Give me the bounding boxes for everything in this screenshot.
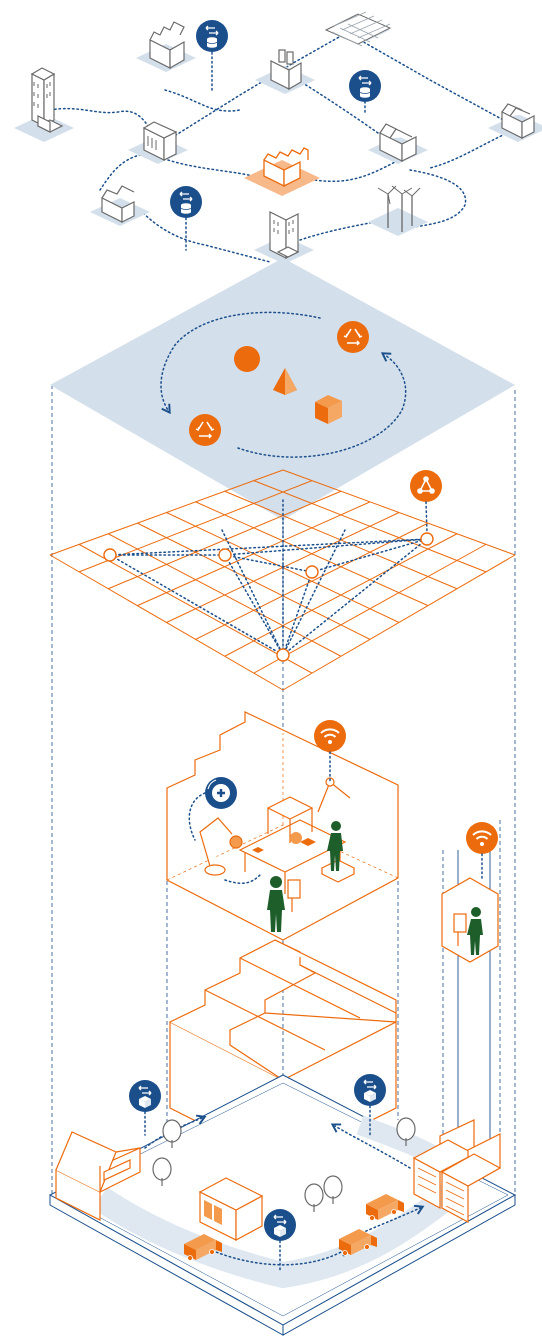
- wifi-icon: [313, 719, 347, 753]
- data-exchange-icon: [195, 19, 229, 53]
- data-exchange-icon: [348, 69, 382, 103]
- wind-farm: [368, 185, 428, 236]
- housing: [90, 185, 150, 226]
- central-factory: [244, 147, 320, 196]
- logistics-base: [48, 1073, 517, 1336]
- grid-line: [253, 543, 487, 674]
- grid-line: [108, 533, 342, 657]
- network-link: [221, 529, 284, 656]
- network-node: [218, 548, 232, 562]
- circular-economy-platform: [50, 258, 515, 520]
- network-link: [224, 554, 313, 573]
- network-link: [282, 571, 313, 656]
- grid-line: [224, 533, 458, 657]
- network-link: [311, 538, 428, 573]
- network-link: [282, 538, 428, 656]
- network-link: [109, 538, 428, 556]
- storage-units: [412, 1119, 502, 1224]
- data-exchange-icon: [169, 185, 203, 219]
- grid-line: [78, 543, 313, 674]
- tower-building: [254, 211, 314, 264]
- network-node: [103, 548, 117, 562]
- network-link: [282, 529, 346, 656]
- network-link: [425, 501, 428, 534]
- factory-site: [136, 21, 196, 72]
- worker-figure: [327, 821, 343, 871]
- package-exchange-icon: [353, 1073, 387, 1107]
- grid-line: [282, 554, 516, 691]
- production-cell: [166, 711, 399, 941]
- network-link: [224, 554, 284, 656]
- package-exchange-icon: [263, 1208, 297, 1242]
- network-node: [420, 532, 434, 546]
- warehouse-mid: [368, 123, 428, 164]
- office-building: [128, 121, 188, 164]
- remote-workstation: [441, 821, 499, 963]
- digital-network-grid: [49, 469, 516, 691]
- network-share-icon: [410, 470, 442, 502]
- distribution-house: [55, 1131, 141, 1221]
- network-node: [276, 648, 290, 662]
- network-node: [305, 565, 319, 579]
- plant-with-tanks: [255, 49, 315, 94]
- network-link: [109, 554, 284, 656]
- worker-figure: [267, 876, 285, 932]
- recycle-icon: [336, 320, 370, 354]
- package-exchange-icon: [128, 1079, 162, 1113]
- site-network-layer: [14, 11, 542, 264]
- grid-line: [195, 522, 429, 640]
- warehouse-right: [488, 103, 542, 142]
- grid-line: [49, 554, 284, 691]
- apartment-building: [14, 67, 74, 142]
- maintenance-icon: [205, 777, 237, 809]
- solar-farm: [324, 11, 392, 47]
- shop-building: [198, 1177, 264, 1242]
- grid-line: [137, 522, 371, 640]
- wifi-icon: [465, 821, 499, 855]
- recycle-icon: [188, 413, 222, 447]
